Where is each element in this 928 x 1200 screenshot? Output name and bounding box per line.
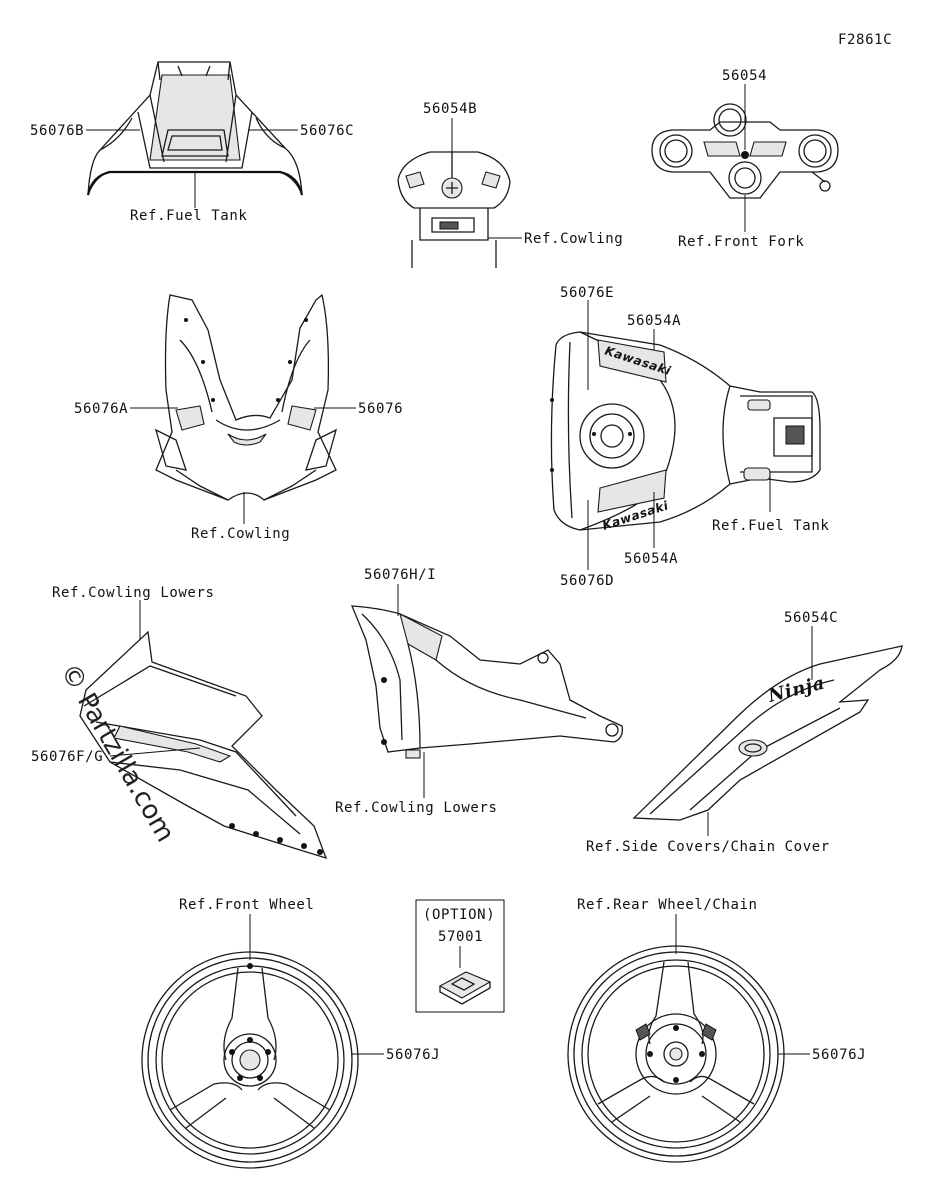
label-ref-front-wheel: Ref.Front Wheel — [179, 897, 314, 913]
label-56076c: 56076C — [300, 123, 354, 139]
cowling-lower-center-drawing — [350, 605, 623, 759]
label-56054c: 56054C — [784, 610, 838, 626]
label-56076: 56076 — [358, 401, 403, 417]
label-ref-rear-wheel: Ref.Rear Wheel/Chain — [577, 897, 758, 913]
label-ref-fuel-tank-top: Ref.Fuel Tank — [130, 208, 247, 224]
cowling-lower-left-drawing — [79, 630, 328, 860]
option-label: (OPTION) — [423, 907, 495, 923]
label-ref-front-fork: Ref.Front Fork — [678, 234, 804, 250]
label-56076d: 56076D — [560, 573, 614, 589]
fuel-tank-cover-drawing — [86, 61, 304, 196]
side-cover-logo: Ninja — [765, 673, 827, 708]
side-cover-drawing: Ninja — [632, 645, 903, 821]
label-56076fg: 56076F/G — [31, 749, 103, 765]
label-ref-cowling-top: Ref.Cowling — [524, 231, 623, 247]
label-56054a-bottom: 56054A — [624, 551, 678, 567]
figure-code: F2861C — [838, 32, 892, 48]
label-56076e: 56076E — [560, 285, 614, 301]
label-56076b: 56076B — [30, 123, 84, 139]
label-56054a-top: 56054A — [627, 313, 681, 329]
front-fork-bridge-drawing — [651, 103, 839, 199]
front-wheel-drawing — [141, 951, 359, 1169]
label-ref-cowling-lowers-center: Ref.Cowling Lowers — [335, 800, 498, 816]
label-56054b: 56054B — [423, 101, 477, 117]
label-ref-cowling-lowers-left: Ref.Cowling Lowers — [52, 585, 215, 601]
label-56076hi: 56076H/I — [364, 567, 436, 583]
leader-56076fg — [109, 747, 201, 757]
rear-cowling-drawing — [397, 151, 511, 268]
label-56076j-rear: 56076J — [812, 1047, 866, 1063]
label-56054: 56054 — [722, 68, 767, 84]
option-box: (OPTION) 57001 — [415, 899, 505, 1013]
front-cowling-drawing — [154, 293, 338, 501]
fuel-tank-drawing: Kawasaki Kawasaki — [550, 331, 821, 533]
label-56076j-front: 56076J — [386, 1047, 440, 1063]
label-ref-side-covers: Ref.Side Covers/Chain Cover — [586, 839, 830, 855]
label-56076a: 56076A — [74, 401, 128, 417]
label-ref-fuel-tank-mid: Ref.Fuel Tank — [712, 518, 829, 534]
label-ref-cowling-mid: Ref.Cowling — [191, 526, 290, 542]
rear-wheel-drawing — [567, 945, 785, 1163]
option-part: 57001 — [438, 929, 483, 945]
